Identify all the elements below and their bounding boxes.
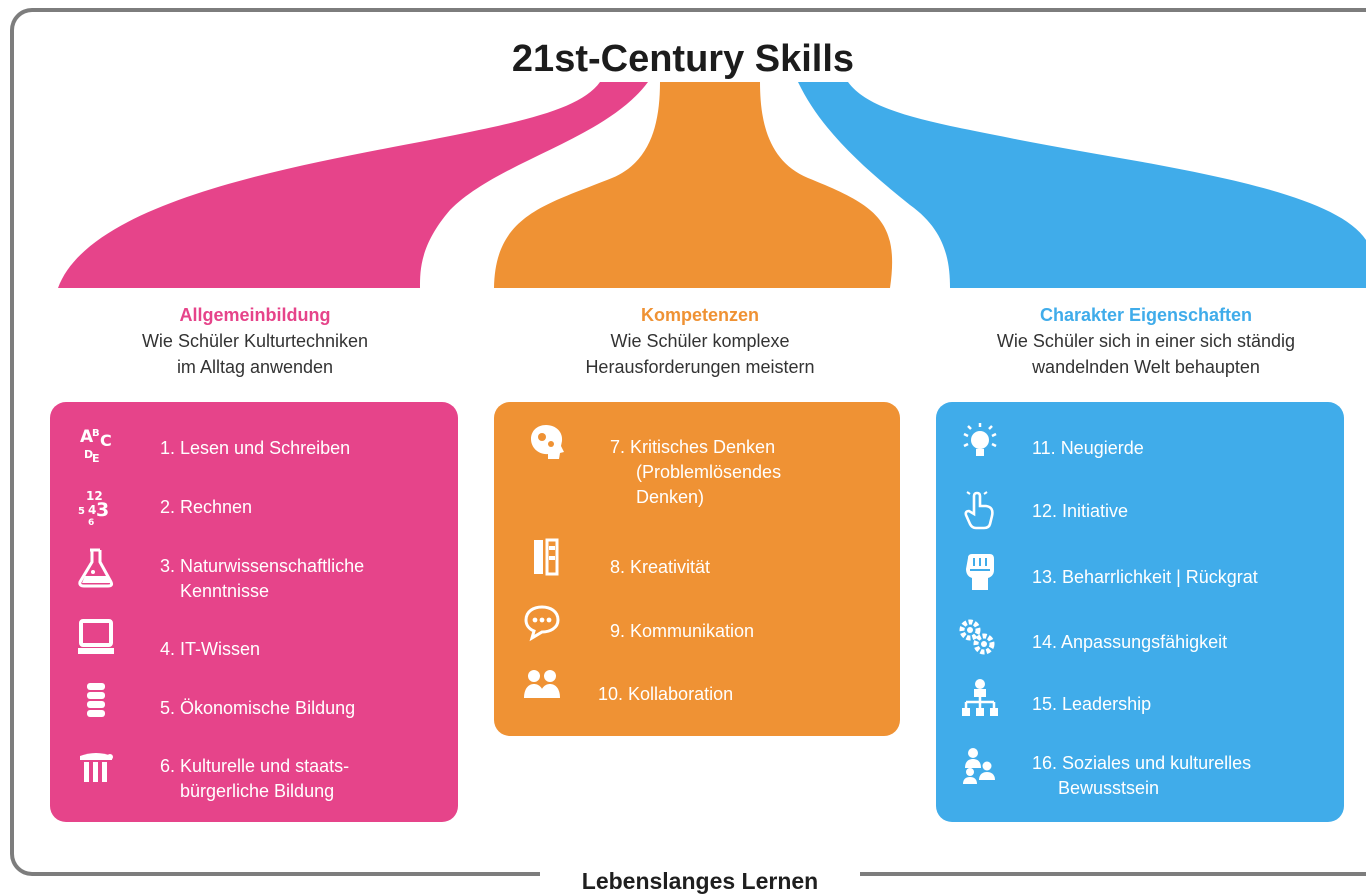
skill-label: 7. Kritisches Denken (Problemlösendes De…	[610, 435, 781, 510]
svg-text:4: 4	[88, 503, 96, 517]
column-subtitle: wandelnden Welt behaupten	[1032, 357, 1260, 377]
gears-icon	[956, 616, 996, 656]
skill-label-line: 3. Naturwissenschaftliche	[160, 556, 365, 576]
pink-funnel-shape	[58, 82, 648, 288]
skill-label: 1. Lesen und Schreiben	[160, 438, 351, 458]
hand-pointer-icon	[960, 490, 1000, 530]
skill-label: 5. Ökonomische Bildung	[160, 698, 356, 718]
group-icon	[960, 746, 1000, 786]
skill-label: 12. Initiative	[1032, 501, 1129, 521]
skill-label-line: 7. Kritisches Denken	[610, 437, 776, 457]
svg-text:E: E	[92, 452, 100, 464]
card-kompetenzen: 7. Kritisches Denken (Problemlösendes De…	[494, 402, 900, 736]
column-subtitle: im Alltag anwenden	[176, 357, 334, 377]
skill-label: 13. Beharrlichkeit | Rückgrat	[1032, 567, 1258, 587]
skill-label-line: 16. Soziales und kulturelles	[1032, 753, 1252, 773]
svg-text:A: A	[80, 427, 94, 447]
column-heading: Charakter Eigenschaften	[1039, 305, 1253, 325]
skill-label: 11. Neugierde	[1032, 438, 1144, 458]
skill-label: 3. Naturwissenschaftliche Kenntnisse	[160, 554, 364, 604]
footer-gap	[540, 866, 860, 893]
column-header-allgemeinbildung: Allgemeinbildung Wie Schüler Kulturtechn…	[60, 302, 450, 380]
svg-text:C: C	[100, 431, 112, 450]
skill-label: 15. Leadership	[1032, 694, 1152, 714]
svg-text:3: 3	[96, 499, 109, 521]
org-chart-icon	[960, 678, 1000, 718]
coins-icon	[76, 680, 116, 720]
skill-label: 2. Rechnen	[160, 497, 253, 517]
page-title: 21st-Century Skills	[511, 38, 855, 80]
column-subtitle: Wie Schüler sich in einer sich ständig	[996, 331, 1296, 351]
column-header-kompetenzen: Kompetenzen Wie Schüler komplexe Herausf…	[500, 302, 900, 380]
skill-label-line: Denken)	[636, 487, 705, 507]
svg-text:6: 6	[88, 518, 94, 526]
card-charakter-eigenschaften: 11. Neugierde 12. Initiative 13. Beharrl…	[936, 402, 1344, 822]
skill-label-line: Bewusstsein	[1058, 778, 1160, 798]
skill-label: 9. Kommunikation	[610, 621, 755, 641]
computer-icon	[76, 618, 116, 658]
skill-label: 14. Anpassungsfähigkeit	[1032, 632, 1228, 652]
column-icon	[76, 748, 116, 788]
creativity-icon	[526, 536, 566, 576]
skill-label-line: (Problemlösendes	[636, 462, 782, 482]
flask-icon	[76, 548, 116, 588]
svg-text:D: D	[84, 448, 93, 461]
people-icon	[522, 664, 562, 704]
skill-label: 4. IT-Wissen	[160, 639, 261, 659]
column-heading: Allgemeinbildung	[179, 305, 331, 325]
svg-text:5: 5	[78, 506, 85, 517]
footer-label: Lebenslanges Lernen	[581, 868, 819, 894]
orange-funnel-shape	[494, 82, 893, 288]
column-heading: Kompetenzen	[640, 305, 759, 325]
svg-text:B: B	[92, 428, 100, 439]
speech-bubbles-icon	[522, 602, 562, 642]
lightbulb-icon	[960, 422, 1000, 462]
skill-label: 10. Kollaboration	[598, 684, 734, 704]
fist-icon	[960, 552, 1000, 592]
skill-label-line: bürgerliche Bildung	[180, 781, 335, 801]
column-subtitle: Wie Schüler Kulturtechniken	[141, 331, 369, 351]
svg-text:12: 12	[86, 489, 103, 503]
skill-label: 16. Soziales und kulturelles Bewusstsein	[1032, 751, 1251, 801]
skill-label-line: Kenntnisse	[180, 581, 270, 601]
column-subtitle: Herausforderungen meistern	[585, 357, 815, 377]
skill-label-line: 6. Kulturelle und staats-	[160, 756, 350, 776]
skill-label: 8. Kreativität	[610, 557, 711, 577]
column-header-charakter: Charakter Eigenschaften Wie Schüler sich…	[936, 302, 1356, 380]
head-gears-icon	[526, 422, 566, 462]
column-subtitle: Wie Schüler komplexe	[610, 331, 790, 351]
skill-label: 6. Kulturelle und staats- bürgerliche Bi…	[160, 754, 349, 804]
blue-funnel-shape	[798, 82, 1366, 288]
